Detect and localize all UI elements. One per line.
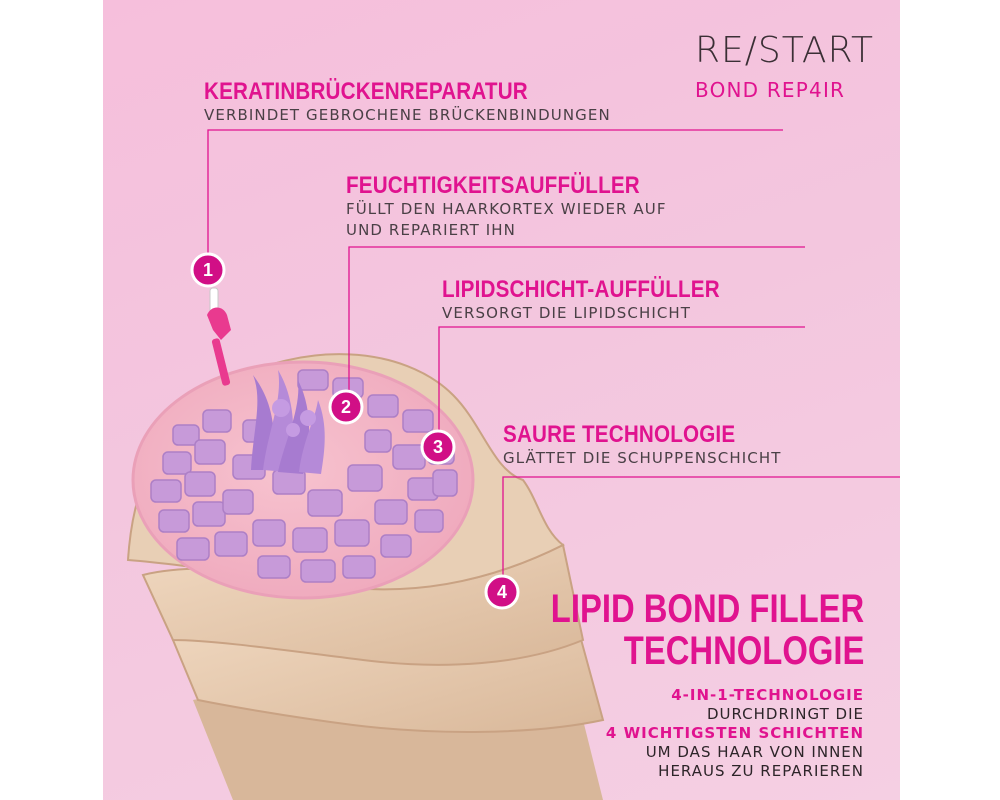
summary-line-1: 4-IN-1-TECHNOLOGIE	[671, 686, 864, 704]
bond-molecule	[207, 287, 231, 386]
callout-title-4: SAURE TECHNOLOGIE	[503, 421, 736, 448]
callout-title-1: KERATINBRÜCKENREPARATUR	[204, 78, 528, 105]
callout-number-3: 3	[433, 437, 443, 457]
callout-title-2: FEUCHTIGKEITSAUFFÜLLER	[346, 172, 640, 199]
callout-text-1: VERBINDET GEBROCHENE BRÜCKENBINDUNGEN	[204, 106, 611, 124]
callout-badges	[190, 252, 520, 610]
infographic-panel: 1 2 3 4 RE/START BOND REP4IR KERATINBRÜC…	[103, 0, 900, 800]
callout-text-3: VERSORGT DIE LIPIDSCHICHT	[442, 304, 692, 322]
callout-number-4: 4	[497, 582, 507, 602]
callout-number-2: 2	[341, 397, 351, 417]
hair-cross-section-illustration: 1 2 3 4	[126, 129, 900, 800]
callout-text-4: GLÄTTET DIE SCHUPPENSCHICHT	[503, 449, 782, 467]
callout-leader-lines	[207, 129, 900, 580]
keratin-fibers	[251, 370, 325, 474]
headline-line-2: TECHNOLOGIE	[623, 629, 864, 673]
summary-line-5: HERAUS ZU REPARIEREN	[658, 762, 864, 780]
cortex-cells	[150, 369, 458, 583]
callout-number-1: 1	[203, 260, 213, 280]
summary-line-4: UM DAS HAAR VON INNEN	[645, 743, 864, 761]
brand-logo: RE/START	[695, 30, 874, 71]
headline-line-1: LIPID BOND FILLER	[550, 587, 864, 631]
summary-line-2: DURCHDRINGT DIE	[706, 705, 864, 723]
callout-title-3: LIPIDSCHICHT-AUFFÜLLER	[442, 276, 720, 303]
callout-text-2b: UND REPARIERT IHN	[346, 221, 516, 239]
callout-text-2a: FÜLLT DEN HAARKORTEX WIEDER AUF	[346, 200, 667, 218]
summary-line-3: 4 WICHTIGSTEN SCHICHTEN	[605, 724, 864, 742]
brand-subline: BOND REP4IR	[695, 78, 846, 102]
